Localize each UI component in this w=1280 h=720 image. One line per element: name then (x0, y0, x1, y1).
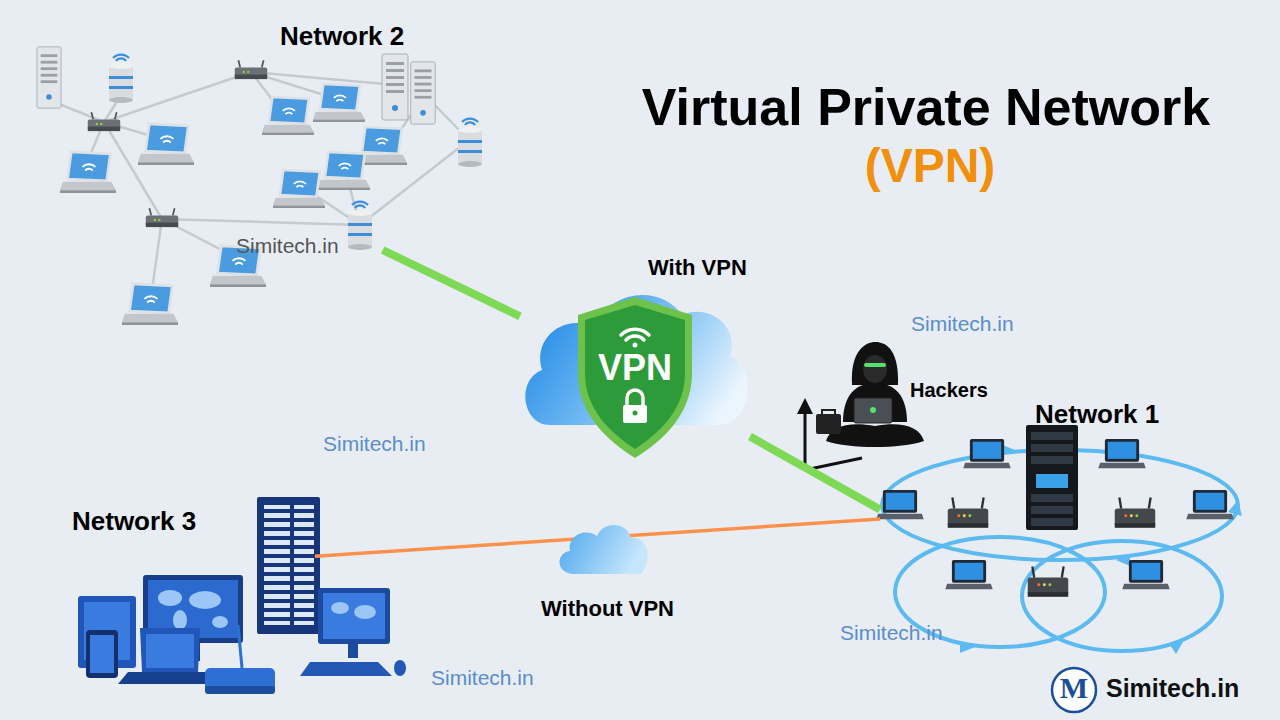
server-tower (382, 54, 408, 120)
wifi-tower (348, 202, 372, 250)
laptop (963, 439, 1011, 468)
laptop (1186, 490, 1234, 519)
laptop (1098, 439, 1146, 468)
server-tower (37, 47, 61, 108)
logo-mark: M (1052, 671, 1096, 706)
laptop (945, 560, 993, 589)
server-tower (257, 497, 320, 634)
vpn-cloud-node: With VPN VPN (520, 255, 750, 460)
logo-text: Simitech.in (1106, 674, 1239, 703)
router-antenna (238, 625, 242, 668)
keyboard (300, 662, 392, 676)
network-title: Network 3 (72, 507, 196, 537)
wifi-tower (109, 55, 133, 103)
router (235, 60, 267, 79)
vpn-shield-text: VPN (520, 347, 750, 388)
ring-arrowhead (960, 641, 975, 653)
diagram-title: Virtual Private Network (560, 78, 1280, 138)
router (1028, 566, 1068, 596)
router (1115, 497, 1155, 527)
map-blob (158, 590, 182, 606)
laptop (140, 628, 200, 672)
laptop (318, 152, 370, 190)
vpn-tunnel-line (750, 437, 880, 510)
watermark: Simitech.in (911, 312, 1014, 336)
map-blob (189, 591, 221, 609)
link-title: With VPN (648, 255, 747, 280)
router (88, 112, 120, 131)
title-subtitle: (VPN) (830, 138, 1030, 193)
lock-body (623, 405, 647, 423)
router (205, 668, 275, 694)
network-title: Network 2 (280, 22, 404, 52)
tablet (86, 630, 118, 678)
ring-arrowhead (1228, 500, 1242, 516)
laptop (138, 124, 194, 165)
watermark: Simitech.in (323, 432, 426, 456)
laptop (313, 84, 365, 122)
server-tower (411, 62, 436, 124)
map-blob (331, 602, 349, 614)
network-1-illustration (876, 425, 1242, 654)
network-group: Network 2 (20, 15, 440, 250)
lock-shackle (627, 390, 643, 405)
laptop (262, 97, 314, 135)
server-slots (294, 505, 314, 625)
watermark: Simitech.in (431, 666, 534, 690)
ring-arrowhead (1116, 554, 1130, 566)
watermark: Simitech.in (840, 621, 943, 645)
network-title: Network 1 (1035, 400, 1159, 430)
monitor-screen (323, 593, 385, 639)
attack-arrow (797, 398, 862, 470)
ring-arrowhead (1170, 640, 1184, 654)
ring-arrow (1022, 541, 1222, 651)
router-front (205, 686, 275, 694)
network-2-illustration (37, 47, 482, 325)
laptop-screen (146, 634, 194, 668)
laptop (273, 170, 325, 208)
wifi-symbol (621, 329, 649, 340)
router (948, 497, 988, 527)
tablet-screen (90, 635, 114, 673)
mouse (394, 660, 406, 676)
wifi-tower (458, 119, 482, 167)
figure-label: Hackers (910, 379, 988, 402)
vpn-tunnel-line (383, 250, 520, 316)
edge-label: Without VPN (498, 596, 718, 621)
logo-badge (1052, 668, 1096, 712)
server-rack (1026, 425, 1078, 530)
watermark: Simitech.in (236, 234, 339, 258)
server-slots (264, 505, 290, 625)
laptop (876, 490, 924, 519)
laptop (1122, 560, 1170, 589)
wifi-dot (633, 343, 638, 348)
monitor-stand (348, 644, 358, 658)
network-group: Network 3 (40, 495, 315, 700)
map-blob (354, 605, 376, 619)
lock-keyhole (633, 411, 638, 416)
internet-cloud (560, 525, 648, 574)
monitor (318, 588, 390, 644)
hacker-figure (816, 342, 924, 447)
map-blob (173, 610, 187, 630)
laptop (60, 152, 116, 193)
router (146, 208, 178, 227)
laptop (122, 284, 178, 325)
map-blob (212, 616, 228, 628)
